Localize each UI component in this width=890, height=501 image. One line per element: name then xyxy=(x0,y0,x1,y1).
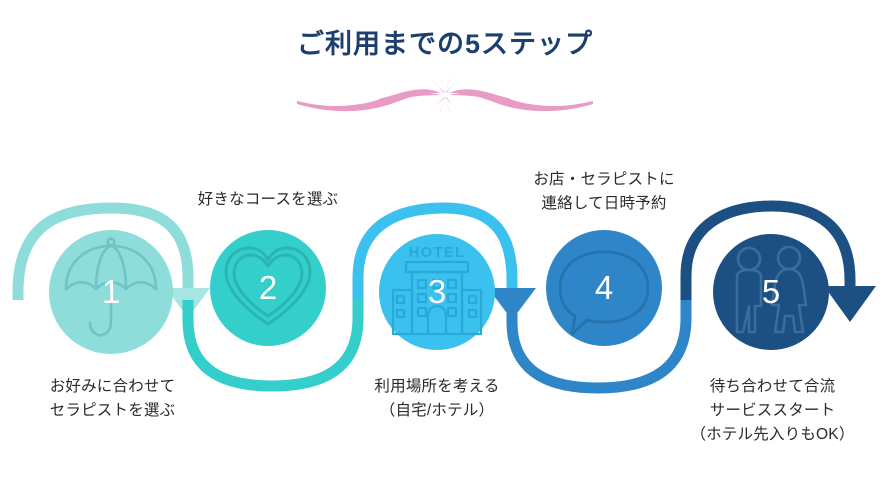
arrow-head-5 xyxy=(824,286,876,322)
page-title: ご利用までの5ステップ xyxy=(0,28,890,60)
arrow-head-1 xyxy=(166,288,210,318)
step-number-3: 3 xyxy=(427,273,447,310)
step-number-2: 2 xyxy=(258,269,278,306)
hotel-icon-text: HOTEL xyxy=(409,244,466,261)
step-label-1: お好みに合わせて セラピストを選ぶ xyxy=(49,378,176,420)
step-label-2: 好きなコースを選ぶ xyxy=(197,191,339,208)
pink-flourish-divider xyxy=(295,72,595,118)
step-label-3: 利用場所を考える （自宅/ホテル） xyxy=(374,378,500,420)
step-label-4: お店・セラピストに 連絡して日時予約 xyxy=(533,171,675,213)
step-number-4: 4 xyxy=(594,269,614,306)
step-number-1: 1 xyxy=(101,273,121,310)
page-title-text: ご利用までの5ステップ xyxy=(296,29,594,59)
arrow-head-3 xyxy=(488,288,536,320)
step-label-5: 待ち合わせて合流 サービススタート （ホテル先入りもOK） xyxy=(690,378,855,444)
pink-flourish-svg xyxy=(297,73,593,117)
step-number-5: 5 xyxy=(761,273,781,310)
